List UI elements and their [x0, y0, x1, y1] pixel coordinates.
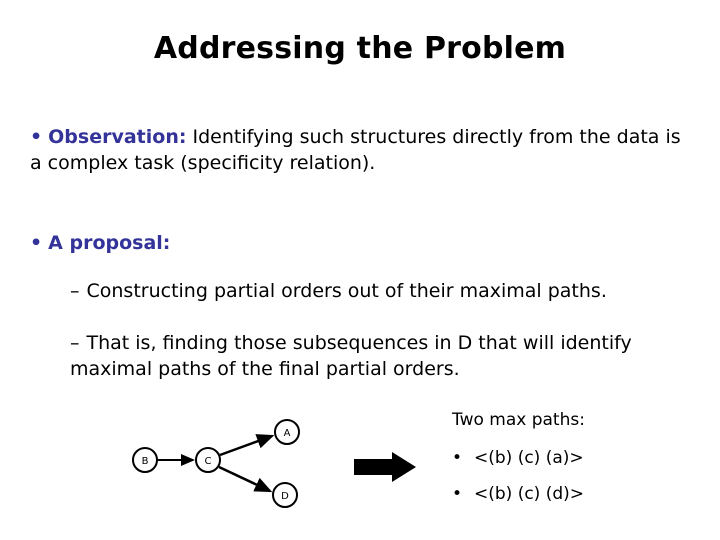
graph-node-c-label: C	[205, 456, 212, 467]
graph-svg: B C A D	[132, 419, 300, 508]
bullet-observation: •Observation: Identifying such structure…	[30, 124, 690, 176]
sub-bullet-that-is: –That is, finding those subsequences in …	[70, 330, 695, 382]
bullet-proposal-lead: A proposal:	[48, 232, 171, 254]
page-title: Addressing the Problem	[153, 31, 567, 66]
bullet-marker-icon: •	[30, 126, 43, 148]
path-bullet-marker-icon: •	[452, 484, 463, 504]
graph-node-d-label: D	[281, 491, 289, 502]
sub-bullet-constructing: –Constructing partial orders out of thei…	[70, 278, 680, 304]
edge-c-a	[219, 434, 275, 457]
bullet-observation-lead: Observation:	[48, 126, 187, 148]
graph-node-b	[132, 447, 158, 473]
max-path-1-text: <(b) (c) (a)>	[474, 448, 584, 468]
right-arrow-svg	[354, 452, 416, 482]
graph-node-a-label: A	[284, 428, 291, 439]
max-path-item-2: • <(b) (c) (d)>	[452, 484, 584, 504]
max-path-2-text: <(b) (c) (d)>	[474, 484, 585, 504]
bullet-marker-icon: •	[30, 232, 43, 254]
edge-c-d	[218, 465, 273, 493]
graph-node-c	[195, 447, 221, 473]
max-paths-heading: Two max paths:	[452, 410, 585, 430]
graph-node-d	[272, 482, 298, 508]
partial-order-graph: B C A D	[120, 405, 340, 525]
graph-node-a	[274, 419, 300, 445]
dash-marker-icon: –	[70, 280, 80, 302]
sub-bullet-constructing-text: Constructing partial orders out of their…	[86, 280, 607, 302]
sub-bullet-that-is-text: That is, finding those subsequences in D…	[70, 332, 632, 380]
right-arrow-icon	[352, 450, 420, 484]
graph-node-b-label: B	[142, 456, 149, 467]
bullet-observation-text: Identifying such structures directly fro…	[30, 126, 681, 174]
bullet-proposal: •A proposal:	[30, 230, 430, 256]
dash-marker-icon: –	[70, 332, 80, 354]
path-bullet-marker-icon: •	[452, 448, 463, 468]
max-path-item-1: • <(b) (c) (a)>	[452, 448, 584, 468]
